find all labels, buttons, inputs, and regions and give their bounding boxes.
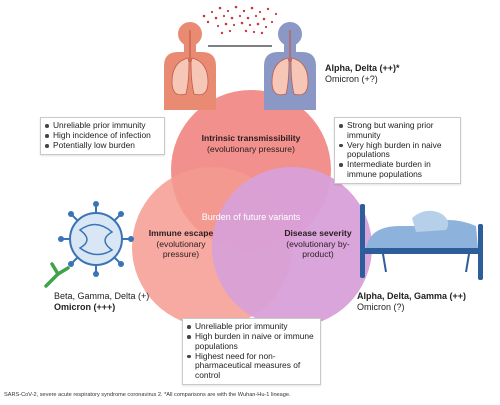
hospital-bed-icon — [360, 204, 483, 280]
center-label: Burden of future variants — [201, 212, 301, 222]
transmission-variants-line2: Omicron (+?) — [325, 74, 378, 84]
note-right-item: Strong but waning prior immunity — [338, 120, 456, 140]
droplets-icon — [202, 5, 278, 35]
note-left-item: Potentially low burden — [44, 141, 160, 151]
person-icon — [164, 22, 216, 110]
disease-severity-title: Disease severity — [284, 228, 352, 238]
transmissibility-label: Intrinsic transmissibility (evolutionary… — [196, 133, 306, 154]
note-bottom: Unreliable prior immunity High burden in… — [182, 318, 321, 386]
severity-variants: Alpha, Delta, Gamma (++) Omicron (?) — [357, 291, 466, 313]
severity-variants-line2: Omicron (?) — [357, 302, 405, 312]
note-bottom-item: High burden in naive or immune populatio… — [186, 331, 316, 351]
note-left: Unreliable prior immunity High incidence… — [40, 117, 165, 156]
escape-variants-line1: Beta, Gamma, Delta (+) — [54, 291, 150, 301]
note-right-item: Intermediate burden in immune population… — [338, 160, 456, 179]
transmissibility-subtitle: (evolutionary pressure) — [207, 143, 295, 154]
note-bottom-item: Highest need for non-pharmaceutical meas… — [186, 351, 316, 381]
note-left-item: Unreliable prior immunity — [44, 120, 160, 131]
transmission-illustration — [164, 5, 316, 110]
antibody-icon — [44, 262, 70, 288]
immune-escape-subtitle: (evolutionary pressure) — [156, 238, 206, 260]
immune-escape-title: Immune escape — [148, 228, 214, 238]
figure-caption: SARS-CoV-2, severe acute respiratory syn… — [4, 392, 291, 398]
note-right-item: Very high burden in naive populations — [338, 140, 456, 160]
virus-illustration — [44, 201, 134, 288]
disease-severity-circle — [212, 167, 372, 327]
severity-variants-line1: Alpha, Delta, Gamma (++) — [357, 291, 467, 301]
transmissibility-title: Intrinsic transmissibility — [201, 133, 301, 143]
escape-variants-line2: Omicron (+++) — [54, 302, 116, 312]
note-right: Strong but waning prior immunity Very hi… — [334, 117, 461, 185]
transmission-variants: Alpha, Delta (++)* Omicron (+?) — [325, 63, 400, 85]
lungs-icon — [171, 57, 209, 96]
lungs-icon — [271, 57, 309, 96]
person-icon — [264, 22, 316, 110]
transmission-variants-line1: Alpha, Delta (++)* — [325, 63, 400, 73]
disease-severity-label: Disease severity (evolutionary by-produc… — [282, 228, 354, 260]
disease-severity-subtitle: (evolutionary by-product) — [286, 238, 350, 260]
escape-variants: Beta, Gamma, Delta (+) Omicron (+++) — [54, 291, 149, 313]
note-bottom-item: Unreliable prior immunity — [186, 321, 316, 332]
virus-icon — [58, 201, 134, 277]
note-left-item: High incidence of infection — [44, 130, 160, 141]
immune-escape-label: Immune escape (evolutionary pressure) — [146, 228, 216, 260]
